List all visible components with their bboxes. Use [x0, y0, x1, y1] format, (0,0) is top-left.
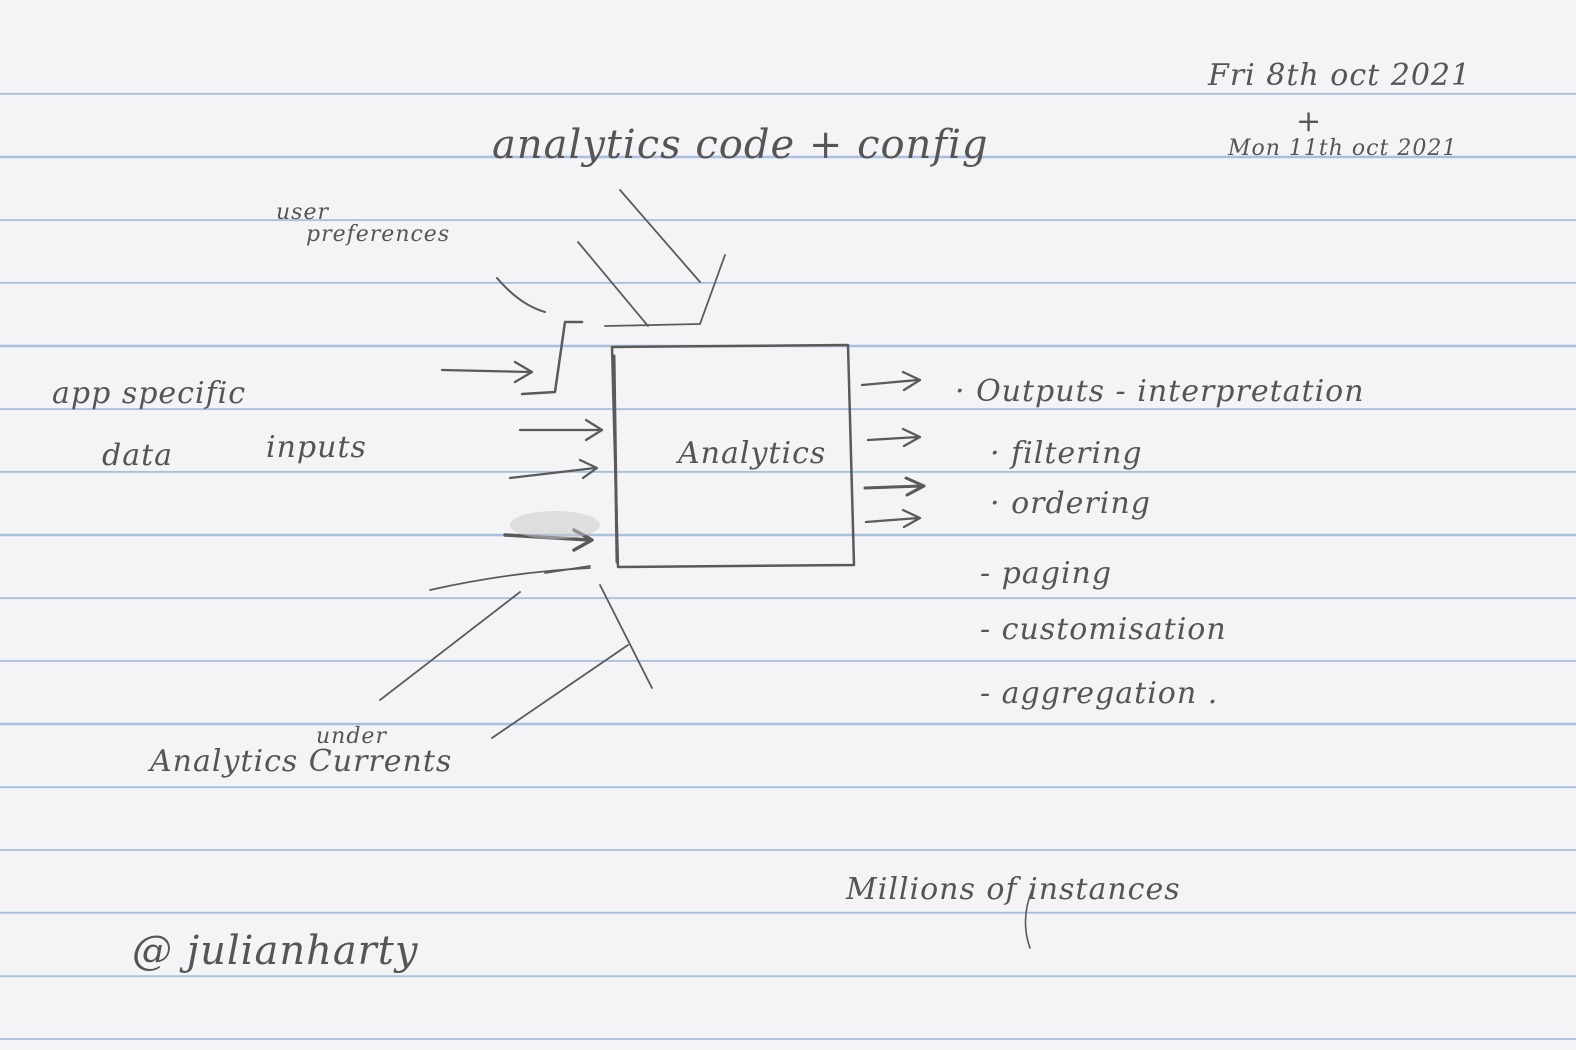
user-prefs-line2: preferences: [306, 222, 451, 247]
of-flourish: [1024, 889, 1033, 949]
date-line-1: Fri 8th oct 2021: [1208, 58, 1472, 93]
top-input-label: analytics code + config: [492, 122, 989, 168]
user-prefs-line: [496, 277, 546, 313]
date-line-2: Mon 11th oct 2021: [1228, 136, 1458, 161]
user-prefs-line1: user: [276, 200, 329, 225]
user-prefs-step: [520, 320, 584, 396]
output-item: - paging: [980, 556, 1113, 591]
output-item: · ordering: [990, 486, 1151, 521]
date-plus: +: [1296, 104, 1323, 139]
output-item: · filtering: [990, 436, 1143, 471]
outputs-heading: · Outputs - interpretation: [955, 374, 1365, 409]
output-arrows: [860, 370, 926, 529]
output-item: - customisation: [980, 612, 1227, 647]
bottom-input-line2: Analytics Currents: [150, 744, 453, 779]
box-label: Analytics: [678, 436, 827, 471]
bottom-input-lines: [379, 565, 653, 739]
left-input-line1: app specific: [52, 376, 247, 411]
config-funnel-lines: [577, 189, 726, 327]
smudge: [510, 511, 600, 539]
left-input-line3: inputs: [266, 430, 367, 465]
signature: @ julianharty: [132, 928, 419, 974]
box-left-edge-emphasis: [612, 354, 619, 564]
left-input-line2: data: [102, 438, 174, 473]
output-item: - aggregation .: [980, 676, 1219, 711]
instances-note: Millions of instances: [846, 872, 1181, 907]
bottom-input-line1: under: [316, 724, 387, 749]
